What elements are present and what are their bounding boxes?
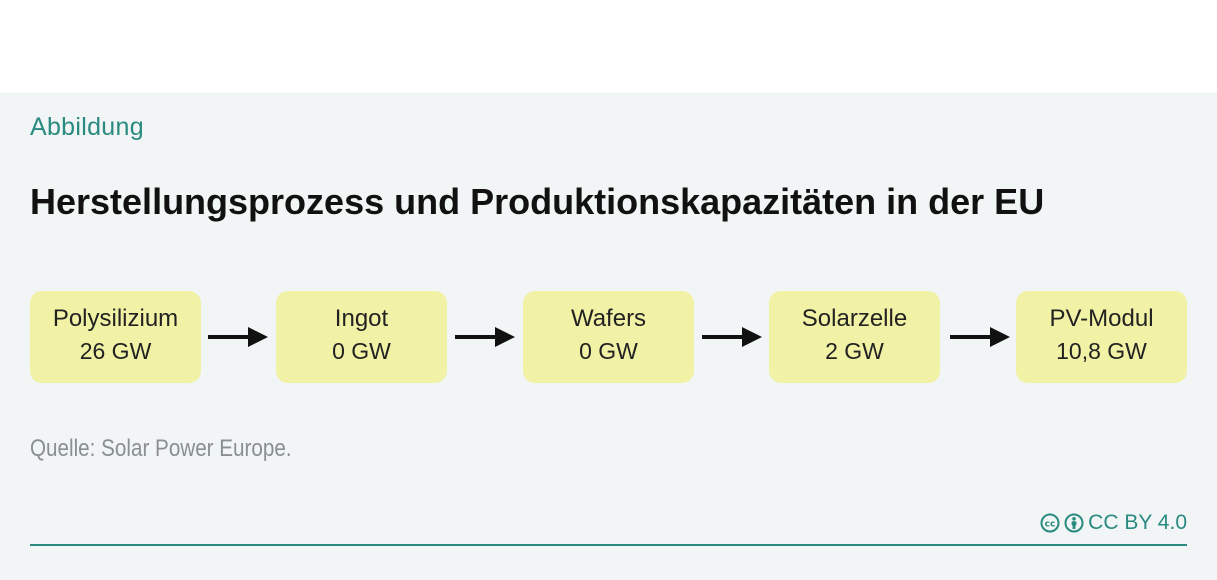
- source-note: Quelle: Solar Power Europe.: [30, 435, 292, 462]
- arrow-right-icon: [208, 327, 268, 347]
- figure-title: Herstellungsprozess und Produktionskapaz…: [30, 181, 1045, 222]
- step-wafers: Wafers 0 GW: [523, 291, 694, 383]
- step-value: 2 GW: [825, 338, 884, 364]
- step-label: Polysilizium: [52, 305, 179, 332]
- step-value: 26 GW: [79, 338, 152, 364]
- divider-line: [30, 544, 1187, 546]
- step-label: Solarzelle: [801, 305, 908, 332]
- step-value: 0 GW: [332, 338, 391, 364]
- figure-panel: Abbildung Herstellungsprozess und Produk…: [0, 93, 1217, 580]
- step-label: Wafers: [570, 305, 647, 332]
- arrow-right-icon: [950, 327, 1010, 347]
- svg-text:cc: cc: [1045, 520, 1056, 530]
- license-badge[interactable]: cc CC BY 4.0: [1040, 511, 1187, 535]
- step-value: 0 GW: [579, 338, 638, 364]
- step-value: 10,8 GW: [1056, 338, 1147, 364]
- process-flow: Polysilizium 26 GW Ingot 0 GW Wafers 0 G…: [30, 291, 1187, 383]
- step-label: PV-Modul: [1049, 305, 1154, 332]
- figure-kicker: Abbildung: [30, 113, 144, 141]
- step-polysilizium: Polysilizium 26 GW: [30, 291, 201, 383]
- arrow-right-icon: [455, 327, 515, 347]
- step-ingot: Ingot 0 GW: [276, 291, 447, 383]
- cc-icon: cc: [1040, 513, 1060, 533]
- step-label: Ingot: [334, 305, 389, 332]
- by-attribution-icon: [1064, 513, 1084, 533]
- step-solarzelle: Solarzelle 2 GW: [769, 291, 940, 383]
- arrow-right-icon: [702, 327, 762, 347]
- step-pv-modul: PV-Modul 10,8 GW: [1016, 291, 1187, 383]
- license-label: CC BY 4.0: [1088, 511, 1187, 534]
